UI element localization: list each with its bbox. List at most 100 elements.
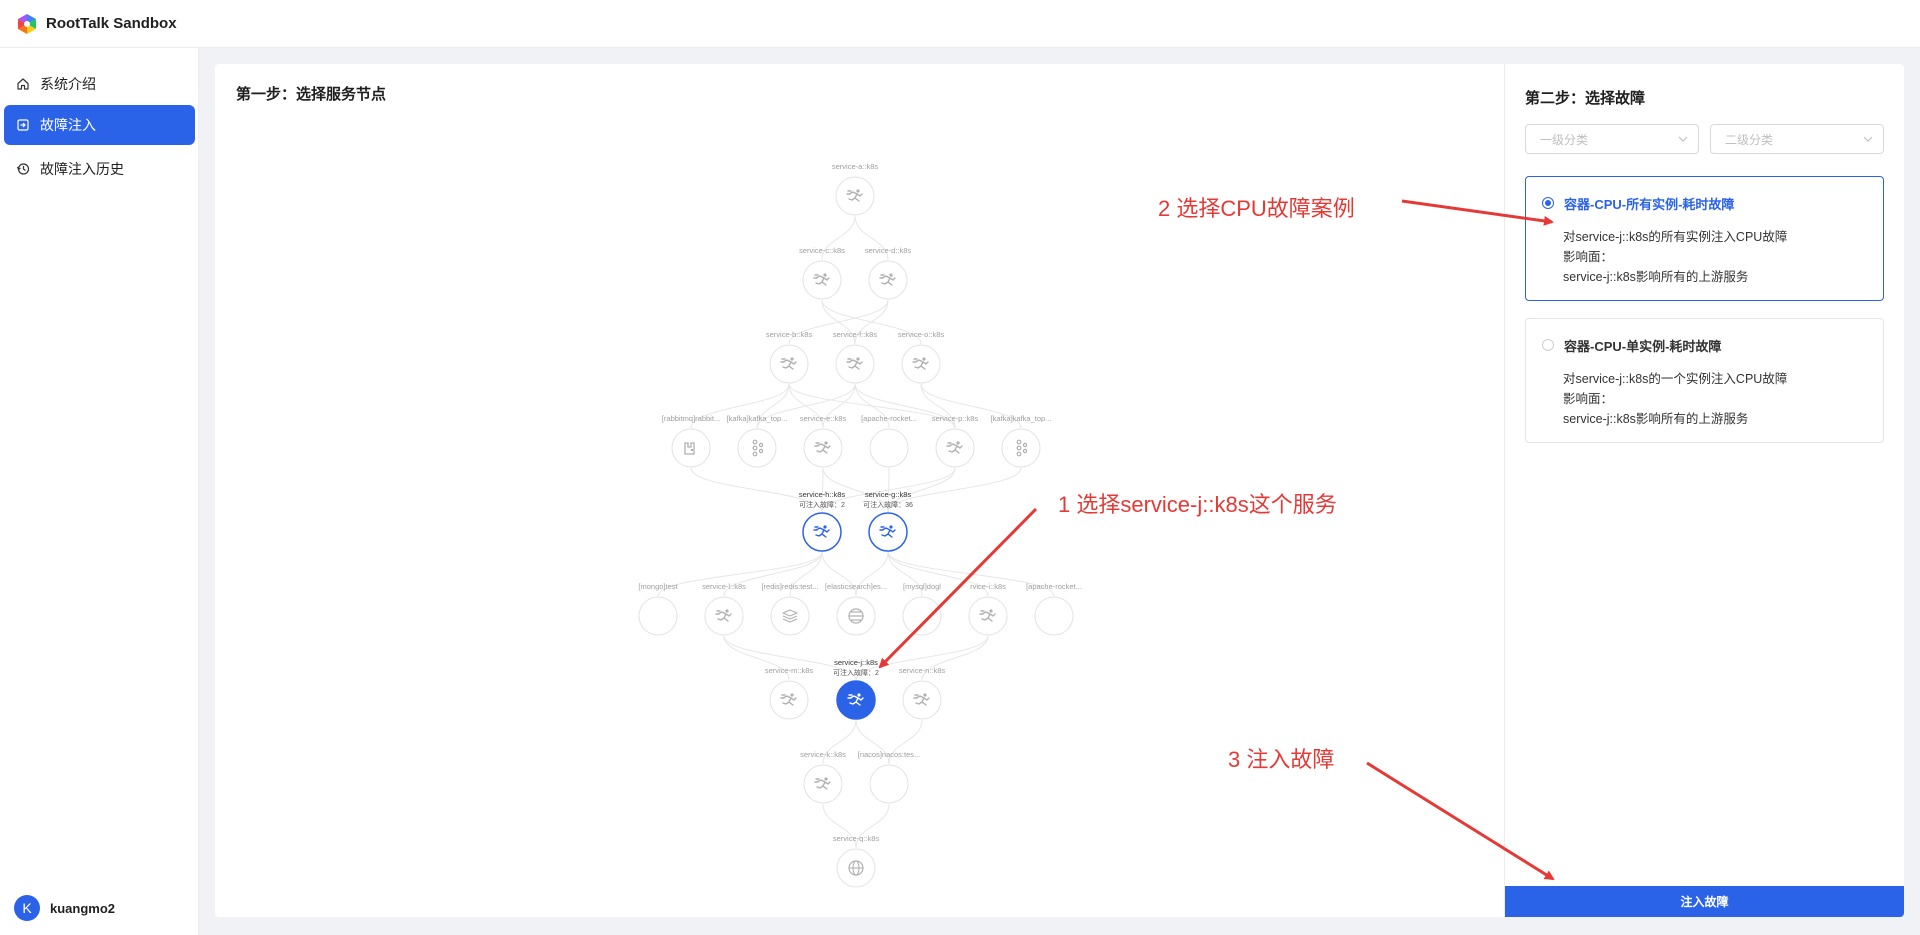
node-circle[interactable]: [1034, 596, 1074, 636]
graph-node-rabbit[interactable]: [rabbitmq]rabbit...: [662, 414, 720, 468]
runner-icon: [715, 609, 732, 622]
graph-edge: [788, 383, 956, 429]
fault-card-cpu-single-instance[interactable]: 容器-CPU-单实例-耗时故障 对service-j::k8s的一个实例注入CP…: [1525, 318, 1884, 443]
fault-card-cpu-all-instances[interactable]: 容器-CPU-所有实例-耗时故障 对service-j::k8s的所有实例注入C…: [1525, 176, 1884, 301]
node-circle[interactable]: [835, 344, 875, 384]
step2-title: 第二步：选择故障: [1525, 90, 1646, 107]
graph-node-p[interactable]: service-p::k8s: [932, 414, 979, 468]
node-label: [kafka]kafka_top...: [991, 414, 1052, 423]
runner-icon: [912, 357, 929, 370]
node-label: service-c::k8s: [799, 246, 845, 255]
graph-edge: [887, 467, 890, 513]
graph-node-c[interactable]: service-c::k8s: [799, 246, 845, 300]
node-circle[interactable]: [902, 680, 942, 720]
radio-button[interactable]: [1542, 339, 1554, 351]
graph-node-kafka1[interactable]: [kafka]kafka_top...: [727, 414, 788, 468]
graph-edge: [756, 383, 790, 429]
node-circle[interactable]: [769, 344, 809, 384]
node-label: [elasticsearch]es...: [825, 582, 887, 591]
graph-edge: [854, 383, 956, 429]
node-label: service-e::k8s: [800, 414, 847, 423]
graph-edge: [788, 299, 889, 345]
chevron-down-icon: [1863, 136, 1873, 142]
inject-fault-button[interactable]: 注入故障: [1505, 886, 1904, 917]
graph-node-rocket2[interactable]: [apache-rocket...: [1026, 582, 1082, 636]
graph-node-f[interactable]: service-f::k8s: [833, 330, 877, 384]
graph-node-b[interactable]: service-b::k8s: [766, 330, 813, 384]
node-circle[interactable]: [935, 428, 975, 468]
user-profile[interactable]: K kuangmo2: [14, 895, 115, 921]
app-title: RootTalk Sandbox: [46, 15, 177, 32]
graph-edge: [888, 719, 923, 765]
node-label: service-a::k8s: [832, 162, 879, 171]
graph-edge: [723, 635, 857, 681]
node-circle[interactable]: [836, 680, 876, 720]
node-circle[interactable]: [868, 260, 908, 300]
node-circle[interactable]: [704, 596, 744, 636]
graph-node-e[interactable]: service-e::k8s: [800, 414, 847, 468]
node-circle[interactable]: [769, 680, 809, 720]
sidebar-item-fault-injection[interactable]: 故障注入: [4, 105, 195, 145]
runner-icon: [946, 441, 963, 454]
sidebar-item-injection-history[interactable]: 故障注入历史: [4, 149, 195, 189]
select-placeholder: 二级分类: [1725, 132, 1774, 147]
node-label: [mysql]dogl: [903, 582, 941, 591]
graph-node-m[interactable]: service-m::k8s: [765, 666, 814, 720]
top-bar: RootTalk Sandbox: [0, 0, 1920, 48]
graph-edge: [822, 467, 889, 513]
node-circle[interactable]: [638, 596, 678, 636]
node-circle[interactable]: [671, 428, 711, 468]
radio-button[interactable]: [1542, 197, 1554, 209]
graph-node-k[interactable]: service-k::k8s: [800, 750, 846, 804]
graph-node-rocket1[interactable]: [apache-rocket...: [861, 414, 917, 468]
graph-edge: [822, 383, 856, 429]
graph-node-a[interactable]: service-a::k8s: [832, 162, 879, 216]
sidebar-item-label: 故障注入历史: [40, 161, 124, 177]
category-level1-select[interactable]: 一级分类: [1525, 124, 1699, 154]
graph-node-redis[interactable]: [redis]redis:test...: [761, 582, 819, 636]
node-circle[interactable]: [901, 344, 941, 384]
sidebar-item-label: 系统介绍: [40, 76, 96, 92]
category-level2-select[interactable]: 二级分类: [1710, 124, 1884, 154]
logo-icon: [18, 13, 36, 34]
node-fault-count: 可注入故障：36: [863, 500, 913, 509]
node-circle[interactable]: [803, 764, 843, 804]
runner-icon: [814, 441, 831, 454]
sidebar: 系统介绍 故障注入 故障注入历史 K kuangmo2: [0, 48, 199, 935]
graph-node-l[interactable]: service-l::k8s: [702, 582, 746, 636]
node-circle[interactable]: [869, 428, 909, 468]
node-label: rvice-i::k8s: [970, 582, 1006, 591]
graph-node-kafka2[interactable]: [kafka]kafka_top...: [991, 414, 1052, 468]
node-label: service-m::k8s: [765, 666, 814, 675]
runner-icon: [846, 189, 863, 202]
graph-node-nacos[interactable]: [nacos]nacos:tes...: [858, 750, 921, 804]
node-circle[interactable]: [802, 260, 842, 300]
sidebar-item-system-intro[interactable]: 系统介绍: [4, 64, 195, 104]
graph-edge: [690, 383, 790, 429]
node-circle[interactable]: [803, 428, 843, 468]
graph-edge: [821, 467, 824, 513]
graph-edge: [821, 215, 856, 261]
node-label: service-j::k8s: [834, 658, 878, 667]
graph-node-o[interactable]: service-o::k8s: [898, 330, 945, 384]
graph-node-i[interactable]: rvice-i::k8s: [968, 582, 1008, 636]
graph-node-es[interactable]: [elasticsearch]es...: [825, 582, 887, 636]
node-circle[interactable]: [869, 764, 909, 804]
graph-node-mongo[interactable]: [mongo]test: [638, 582, 679, 636]
node-circle[interactable]: [835, 176, 875, 216]
graph-node-n[interactable]: service-n::k8s: [899, 666, 946, 720]
node-circle[interactable]: [968, 596, 1008, 636]
graph-node-mysql[interactable]: [mysql]dogl: [902, 582, 942, 636]
import-icon: [16, 118, 30, 132]
node-circle[interactable]: [902, 596, 942, 636]
app-logo[interactable]: RootTalk Sandbox: [16, 13, 177, 35]
fault-impact-label: 影响面：: [1563, 250, 1614, 264]
graph-node-d[interactable]: service-d::k8s: [865, 246, 912, 300]
fault-description: 对service-j::k8s的一个实例注入CPU故障: [1563, 372, 1788, 386]
graph-node-q[interactable]: service-q::k8s: [833, 834, 880, 888]
sidebar-item-label: 故障注入: [40, 117, 96, 133]
node-circle[interactable]: [802, 512, 842, 552]
node-circle[interactable]: [868, 512, 908, 552]
